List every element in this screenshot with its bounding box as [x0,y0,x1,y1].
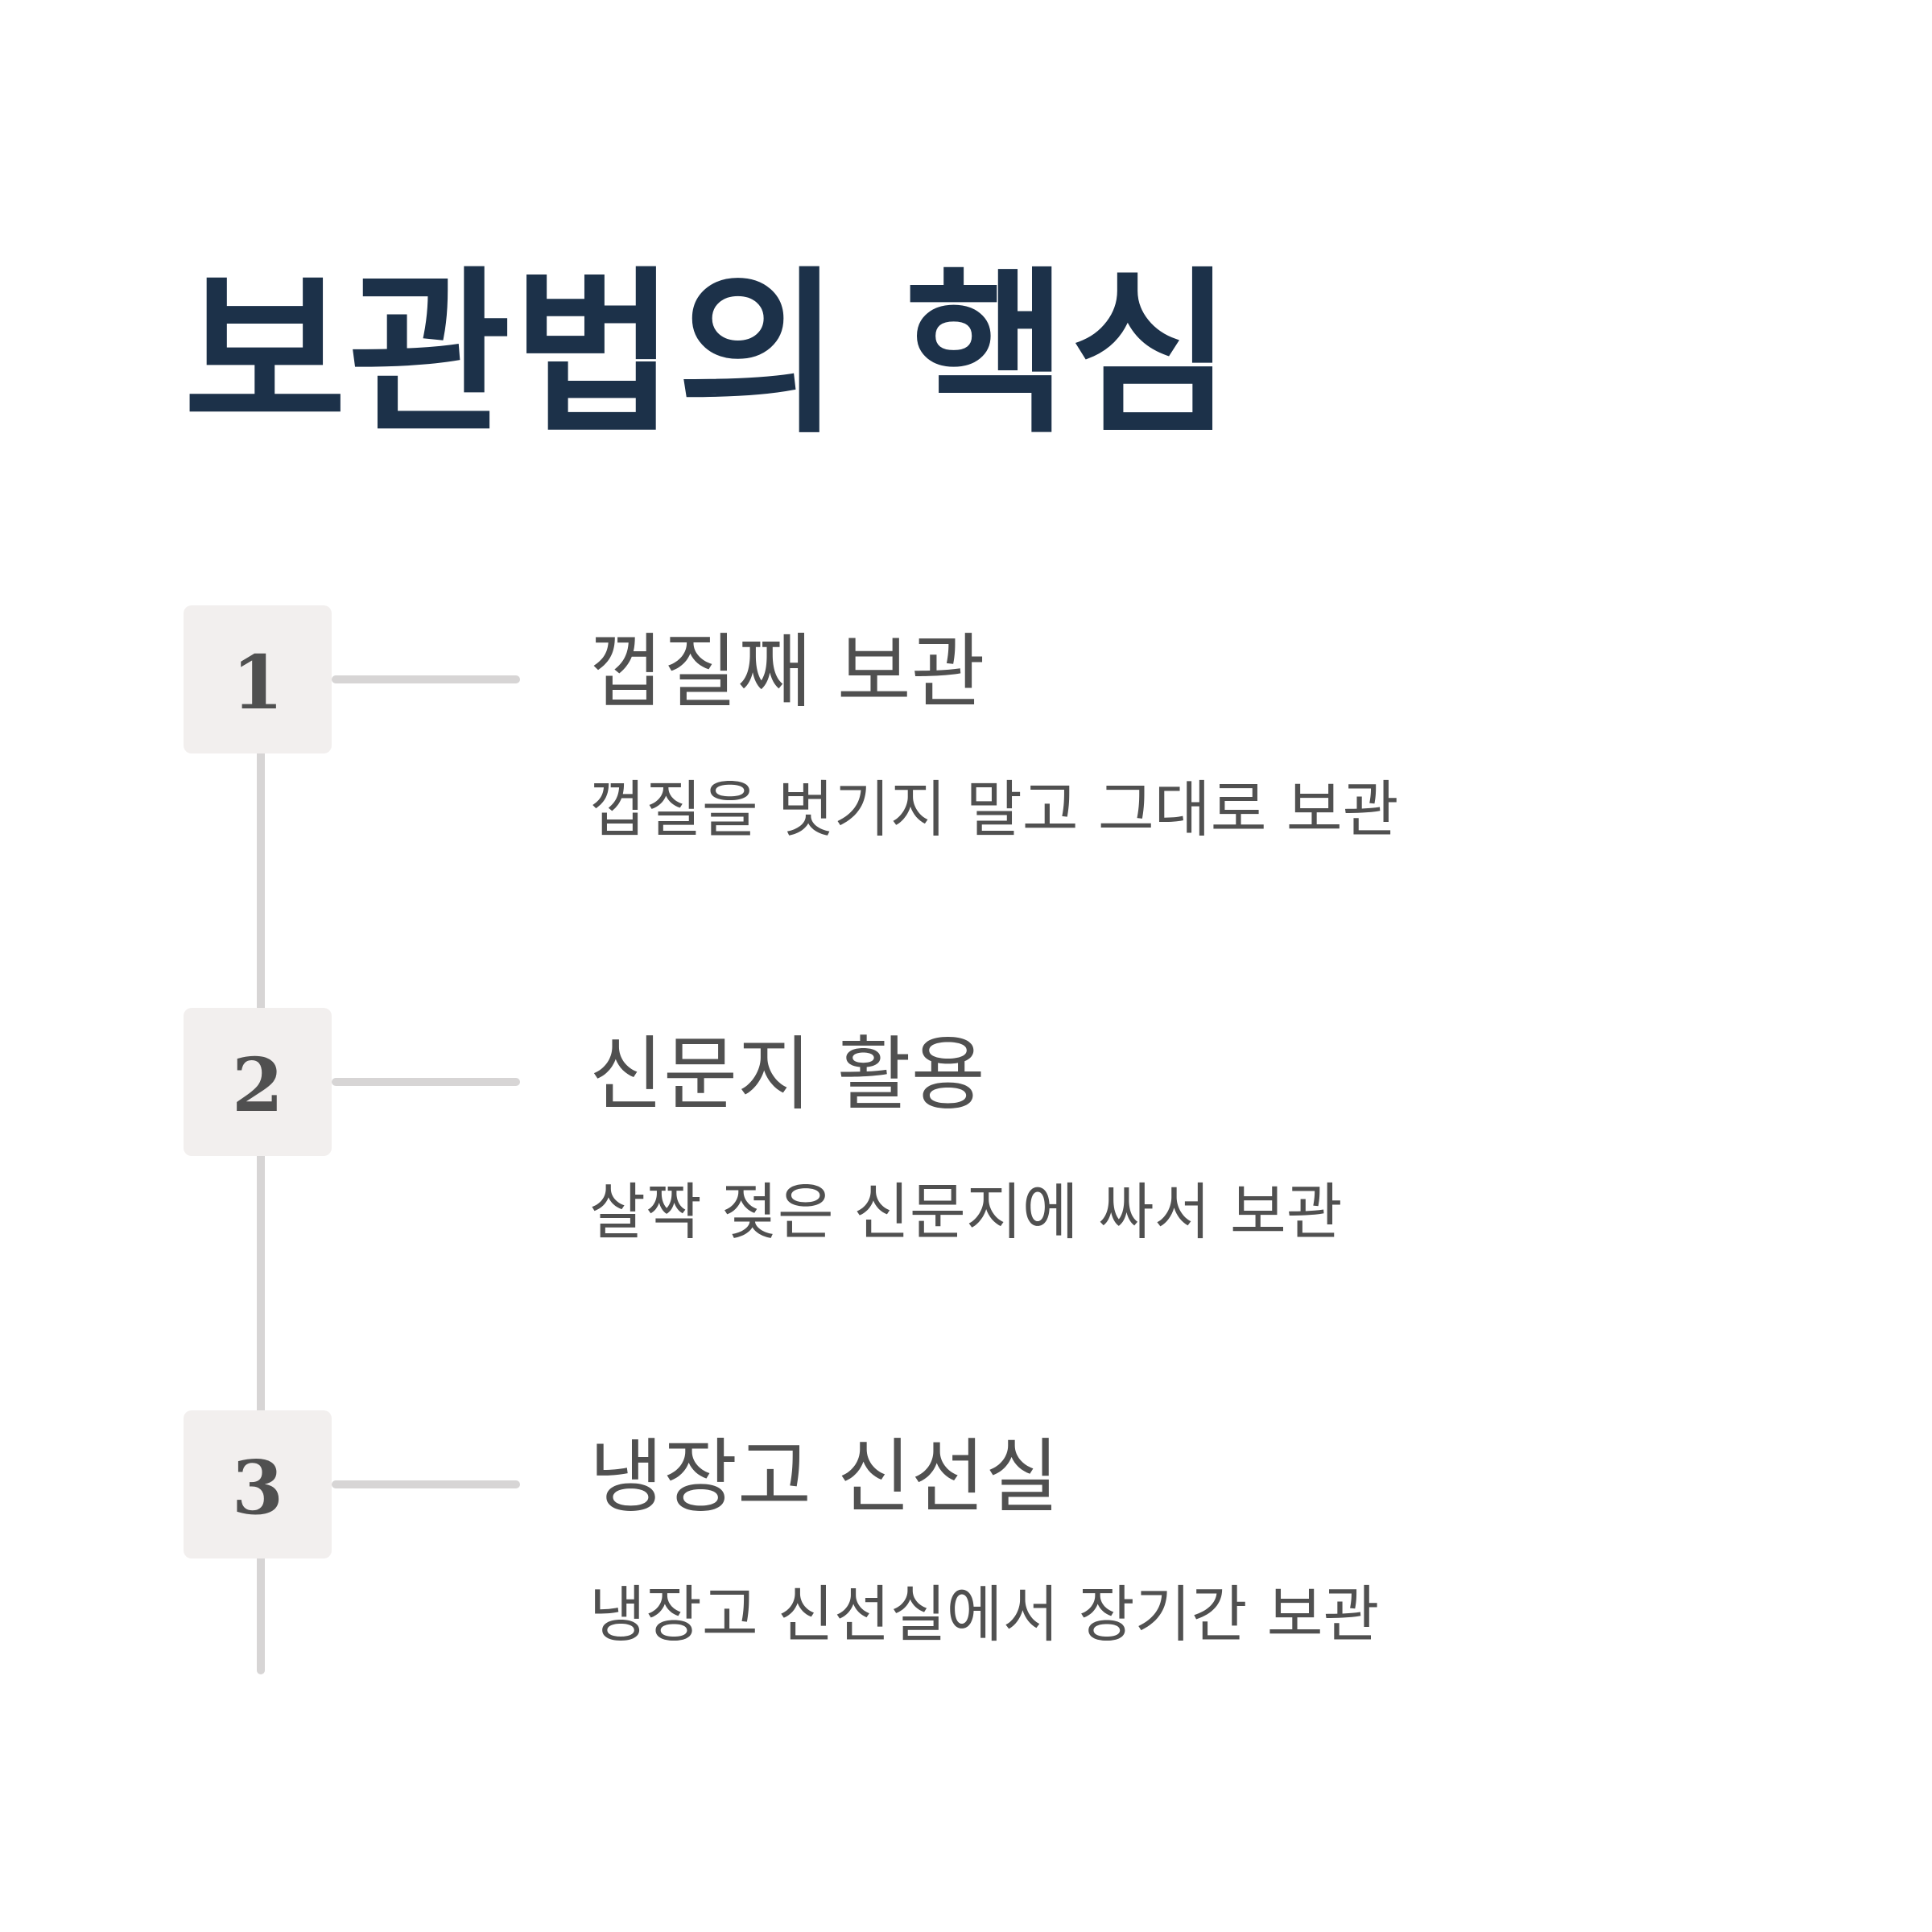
step-number: 1 [231,639,283,726]
step-number: 2 [231,1042,283,1129]
page-title: 보관법의 핵심 [184,251,1234,457]
step-number: 3 [231,1444,283,1531]
step-description: 냉장고 신선실에서 장기간 보관 [589,1579,1380,1650]
step-connector-line [332,675,520,683]
step-number-badge: 3 [184,1410,332,1558]
step-connector-line [332,1078,520,1086]
step-1: 1 껍질째 보관 껍질을 벗기지 말고 그대로 보관 [0,605,1932,843]
step-description: 살짝 젖은 신문지에 싸서 보관 [589,1176,1343,1248]
step-description: 껍질을 벗기지 말고 그대로 보관 [589,774,1399,845]
step-title: 껍질째 보관 [589,625,985,719]
step-number-badge: 2 [184,1008,332,1156]
step-title: 냉장고 신선실 [589,1430,1059,1524]
step-connector-line [332,1480,520,1488]
step-2: 2 신문지 활용 살짝 젖은 신문지에 싸서 보관 [0,1008,1932,1245]
step-3: 3 냉장고 신선실 냉장고 신선실에서 장기간 보관 [0,1410,1932,1648]
step-number-badge: 1 [184,605,332,753]
step-title: 신문지 활용 [589,1027,985,1121]
